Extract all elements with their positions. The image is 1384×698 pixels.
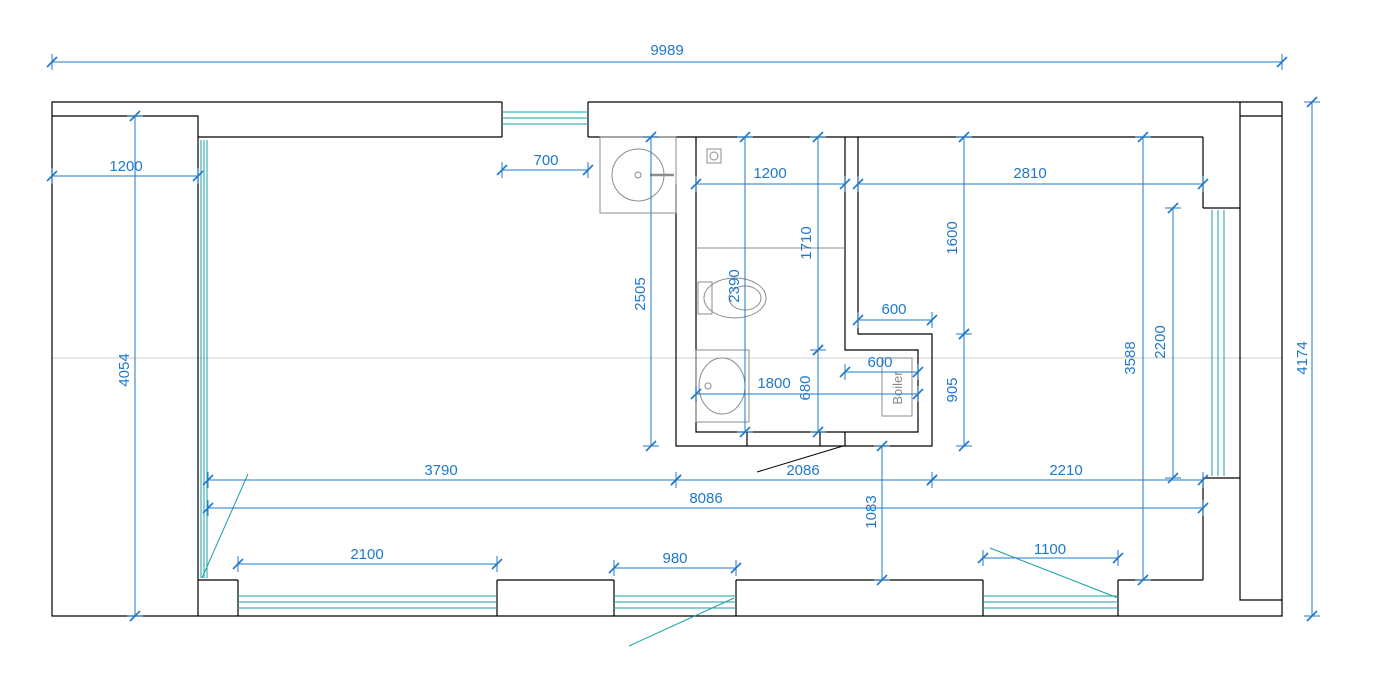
dim-corridor-depth: 1083 [863,495,880,528]
dim-boiler-depth: 680 [797,375,814,400]
window-top [502,111,588,125]
dim-bath-inner-width: 1800 [757,375,790,392]
door-swing-bottom [628,597,735,647]
dim-overall-width: 9989 [650,42,683,59]
dim-left-wall-offset: 1200 [109,158,142,175]
dim-window-1: 2100 [350,546,383,563]
dim-recess-width: 600 [881,301,906,318]
dim-left-span: 3790 [424,462,457,479]
dim-right-room-width: 2810 [1013,165,1046,182]
door-swing-left [201,473,249,579]
dimension-labels: 9989 4174 4054 1200 700 1200 2810 2505 2… [109,42,1311,567]
dim-wc-height: 2505 [632,277,649,310]
dim-inner-width: 8086 [689,490,722,507]
dim-wc-inner-height: 2390 [726,269,743,302]
dim-boiler-width: 600 [867,354,892,371]
bath-door-swing [756,445,844,473]
dim-window-3: 1100 [1034,541,1066,558]
kitchen-sink-icon [599,136,677,214]
window-bottom-2 [614,595,736,609]
dim-window-2: 980 [662,550,687,567]
drain-icon [706,148,722,164]
washbasin-icon [695,349,750,423]
dim-top-window: 700 [533,152,558,169]
dim-right-lower: 905 [944,377,961,402]
boiler-icon [881,357,913,417]
windows [200,111,1225,647]
door-swing-right [989,547,1119,599]
dim-partition-height: 1710 [798,226,815,259]
dim-right-height: 3588 [1122,341,1139,374]
fixtures [599,136,913,423]
window-bottom-1 [238,595,497,609]
window-bottom-3 [983,595,1118,609]
boiler-label: Boiler [890,371,905,405]
window-left [200,140,208,578]
dimension-lines [46,54,1320,622]
dim-bath-width: 1200 [753,165,786,182]
dim-overall-height: 4174 [1294,341,1311,374]
dim-mid-span: 2086 [786,462,819,479]
dim-right-window: 2200 [1152,325,1169,358]
window-right [1211,210,1225,476]
walls [51,101,1283,617]
dim-right-upper: 1600 [944,221,961,254]
dim-left-room-height: 4054 [116,353,133,386]
dim-right-span: 2210 [1049,462,1082,479]
